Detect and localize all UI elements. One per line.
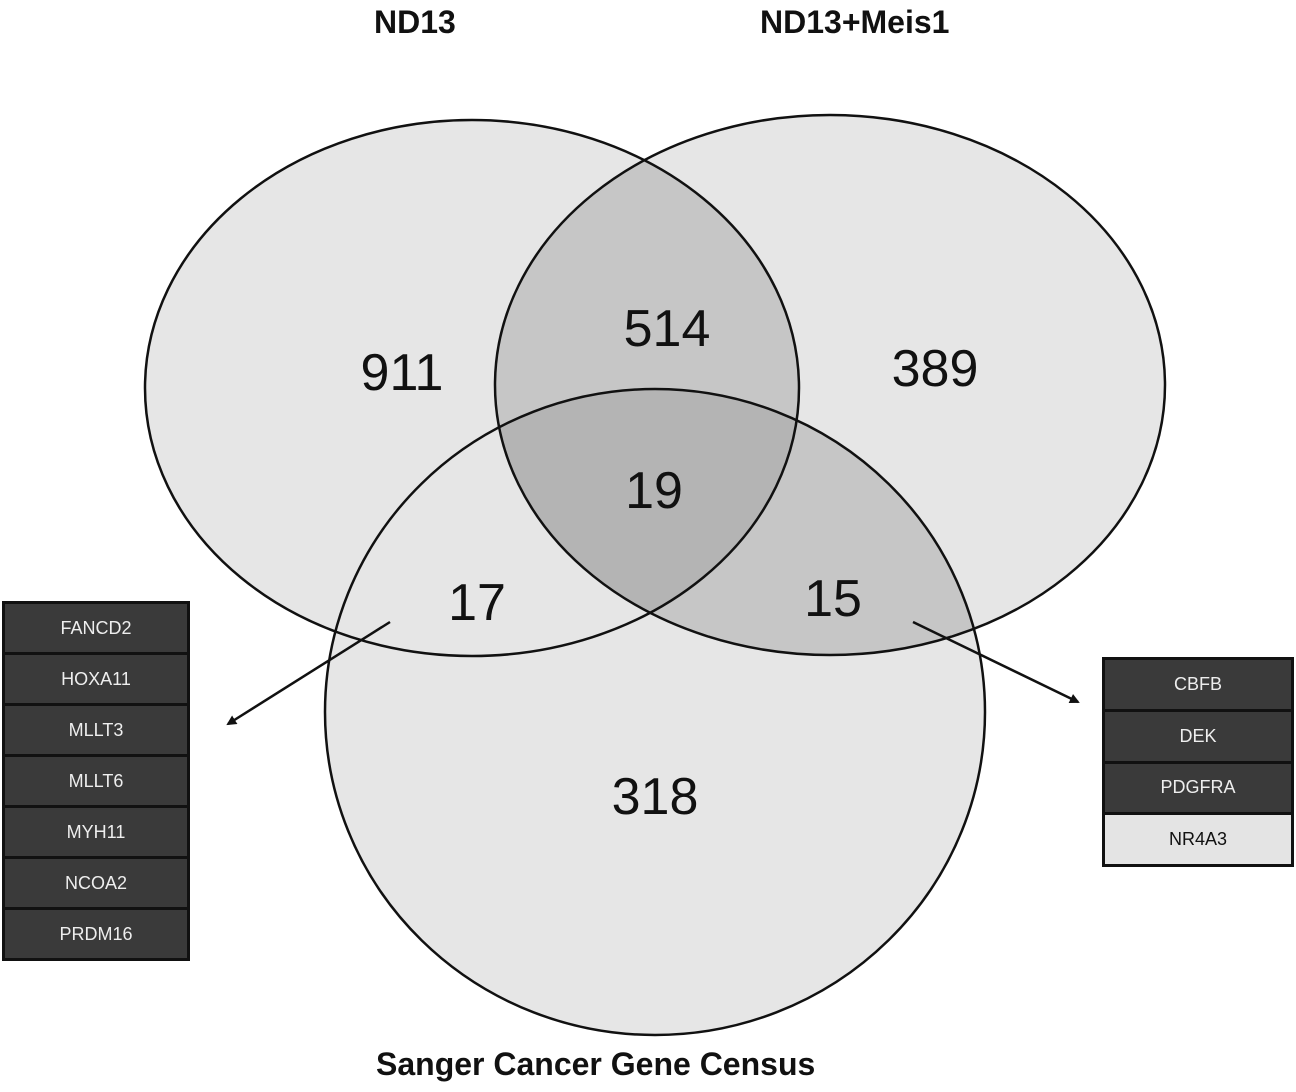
count-bottom-only: 318 (612, 768, 699, 826)
gene-item: FANCD2 (5, 604, 187, 652)
count-right-bottom: 15 (804, 570, 862, 628)
gene-item: CBFB (1105, 660, 1291, 709)
gene-item: HOXA11 (5, 655, 187, 703)
set-right-label: ND13+Meis1 (760, 4, 950, 40)
gene-item: PDGFRA (1105, 763, 1291, 813)
count-all-three: 19 (625, 462, 683, 520)
gene-item-highlighted: NR4A3 (1105, 815, 1291, 864)
arrow-right (912, 620, 1080, 704)
set-left-label: ND13 (374, 4, 456, 40)
gene-item: PRDM16 (5, 910, 187, 958)
overlap-right-bottom (495, 389, 985, 655)
gene-item: MYH11 (5, 808, 187, 856)
count-right-only: 389 (892, 340, 979, 398)
arrow-left (226, 620, 391, 726)
right-bottom-gene-list: CBFB DEK PDGFRA NR4A3 (1102, 657, 1294, 867)
gene-item: MLLT3 (5, 706, 187, 754)
count-left-right: 514 (624, 300, 711, 358)
gene-item: MLLT6 (5, 757, 187, 805)
gene-item: DEK (1105, 711, 1291, 761)
left-bottom-gene-list: FANCD2 HOXA11 MLLT3 MLLT6 MYH11 NCOA2 PR… (2, 601, 190, 961)
set-bottom-label: Sanger Cancer Gene Census (376, 1046, 816, 1082)
gene-item: NCOA2 (5, 859, 187, 907)
count-left-bottom: 17 (448, 574, 506, 632)
count-left-only: 911 (361, 344, 444, 402)
